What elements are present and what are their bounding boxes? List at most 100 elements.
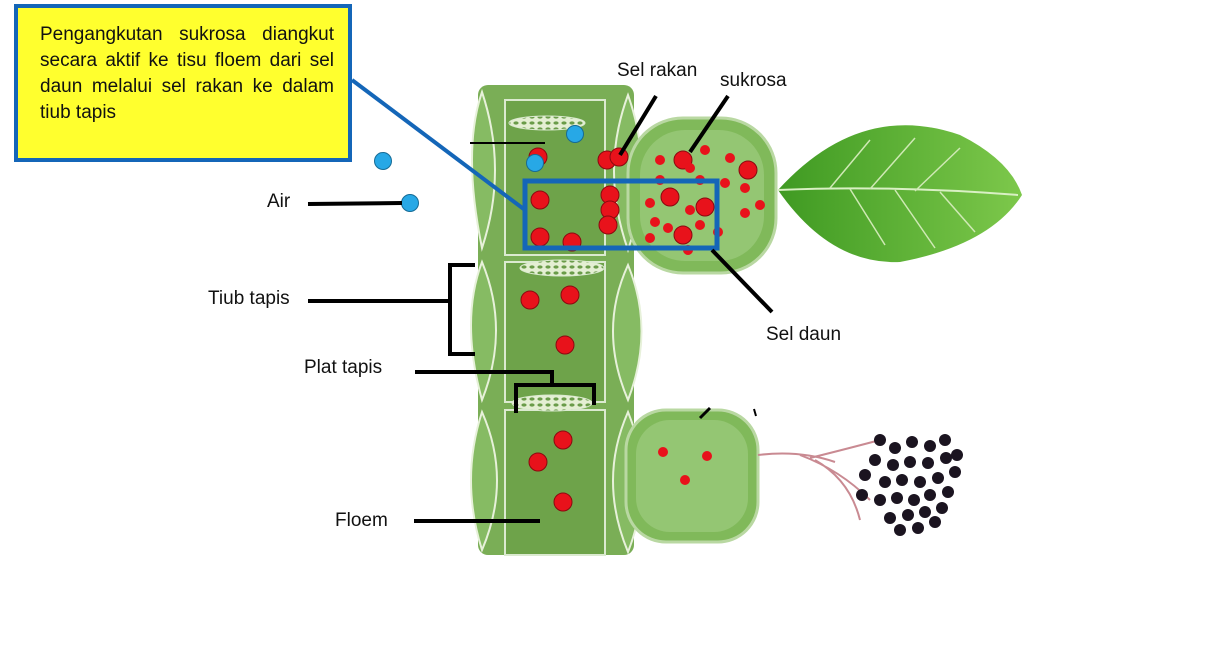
sucrose-molecule — [520, 290, 540, 310]
berry — [932, 472, 944, 484]
plat-tapis-bracket — [514, 383, 596, 413]
berry — [859, 469, 871, 481]
sink-cell-inner — [636, 420, 748, 532]
berries — [856, 434, 963, 536]
sucrose-molecule — [720, 178, 730, 188]
berry — [929, 516, 941, 528]
plat-tapis-leader — [415, 370, 554, 385]
berry — [887, 459, 899, 471]
sucrose-molecule — [702, 451, 712, 461]
sieve-plate-1 — [508, 115, 586, 131]
berry — [940, 452, 952, 464]
sucrose-molecule — [658, 447, 668, 457]
sucrose-molecule — [700, 145, 710, 155]
tiub-tapis-bracket — [448, 263, 475, 356]
berry — [951, 449, 963, 461]
berry — [908, 494, 920, 506]
berry-cluster — [757, 434, 963, 536]
leaf-veins — [829, 137, 976, 249]
sucrose-molecule — [528, 452, 548, 472]
left-cell-2 — [470, 259, 497, 404]
water-molecule — [374, 152, 392, 170]
sucrose-molecule — [673, 225, 693, 245]
sucrose-molecule — [645, 198, 655, 208]
sel-daun-leader — [710, 248, 774, 314]
sucrose-molecule — [555, 335, 575, 355]
water-molecule — [526, 154, 544, 172]
berry — [914, 476, 926, 488]
berry — [939, 434, 951, 446]
berry — [904, 456, 916, 468]
sucrose-molecule — [560, 285, 580, 305]
sieve-tube-3 — [504, 409, 606, 556]
water-molecule — [566, 125, 584, 143]
left-cell-3 — [470, 409, 498, 553]
sucrose-molecule — [685, 163, 695, 173]
berry — [869, 454, 881, 466]
berry — [874, 434, 886, 446]
sucrose-molecule — [553, 492, 573, 512]
berry — [919, 506, 931, 518]
label-sel-rakan: Sel rakan — [617, 60, 698, 81]
sucrose-molecule — [695, 197, 715, 217]
sucrose-molecule — [725, 153, 735, 163]
sucrose-molecule — [740, 183, 750, 193]
leader-lines — [307, 94, 774, 523]
berry — [902, 509, 914, 521]
berry — [924, 440, 936, 452]
sieve-plate-3 — [511, 394, 593, 412]
callout-pointer-line — [350, 78, 527, 212]
left-cell-1 — [471, 88, 496, 252]
label-plat-tapis: Plat tapis — [304, 357, 383, 378]
berry — [856, 489, 868, 501]
berry — [884, 512, 896, 524]
callout-text: Pengangkutan sukrosa diangkut secara akt… — [40, 24, 334, 123]
berry-stems — [757, 439, 881, 521]
berry — [936, 502, 948, 514]
berry — [942, 486, 954, 498]
sukrosa-leader — [688, 94, 730, 154]
berry — [894, 524, 906, 536]
label-floem: Floem — [335, 510, 388, 531]
sink-marker-1 — [698, 406, 712, 420]
sucrose-molecule — [609, 147, 629, 167]
sucrose-molecule — [695, 220, 705, 230]
leaf-blade — [778, 125, 1022, 263]
sucrose-molecule — [685, 205, 695, 215]
berry — [912, 522, 924, 534]
sel-rakan-leader — [618, 94, 658, 157]
sucrose-molecule — [530, 227, 550, 247]
sucrose-molecule — [738, 160, 758, 180]
transport-highlight-box — [522, 178, 720, 251]
label-sukrosa: sukrosa — [720, 70, 787, 91]
label-tiub-tapis: Tiub tapis — [208, 288, 290, 309]
sink-cell — [624, 408, 760, 544]
sucrose-molecule — [680, 475, 690, 485]
berry — [896, 474, 908, 486]
berry — [891, 492, 903, 504]
sucrose-molecule — [650, 217, 660, 227]
sucrose-molecule — [740, 208, 750, 218]
sink-marker-2 — [753, 408, 757, 417]
berry — [879, 476, 891, 488]
sucrose-molecule — [553, 430, 573, 450]
berry — [949, 466, 961, 478]
water-molecule — [401, 194, 419, 212]
berry — [922, 457, 934, 469]
sucrose-molecule — [645, 233, 655, 243]
berry — [906, 436, 918, 448]
sieve-tube-2 — [504, 261, 606, 403]
sucrose-molecule — [663, 223, 673, 233]
sucrose-molecule — [530, 190, 550, 210]
berry — [889, 442, 901, 454]
label-sel-daun: Sel daun — [766, 324, 842, 345]
sieve-plate-2 — [519, 259, 605, 277]
label-air: Air — [267, 191, 291, 212]
right-cell-2 — [612, 262, 643, 403]
sucrose-molecule — [655, 155, 665, 165]
leaf-midrib — [777, 187, 1019, 196]
leaf-illustration — [777, 125, 1022, 263]
explanation-callout: Pengangkutan sukrosa diangkut secara akt… — [14, 4, 352, 162]
air-leader — [307, 201, 403, 206]
